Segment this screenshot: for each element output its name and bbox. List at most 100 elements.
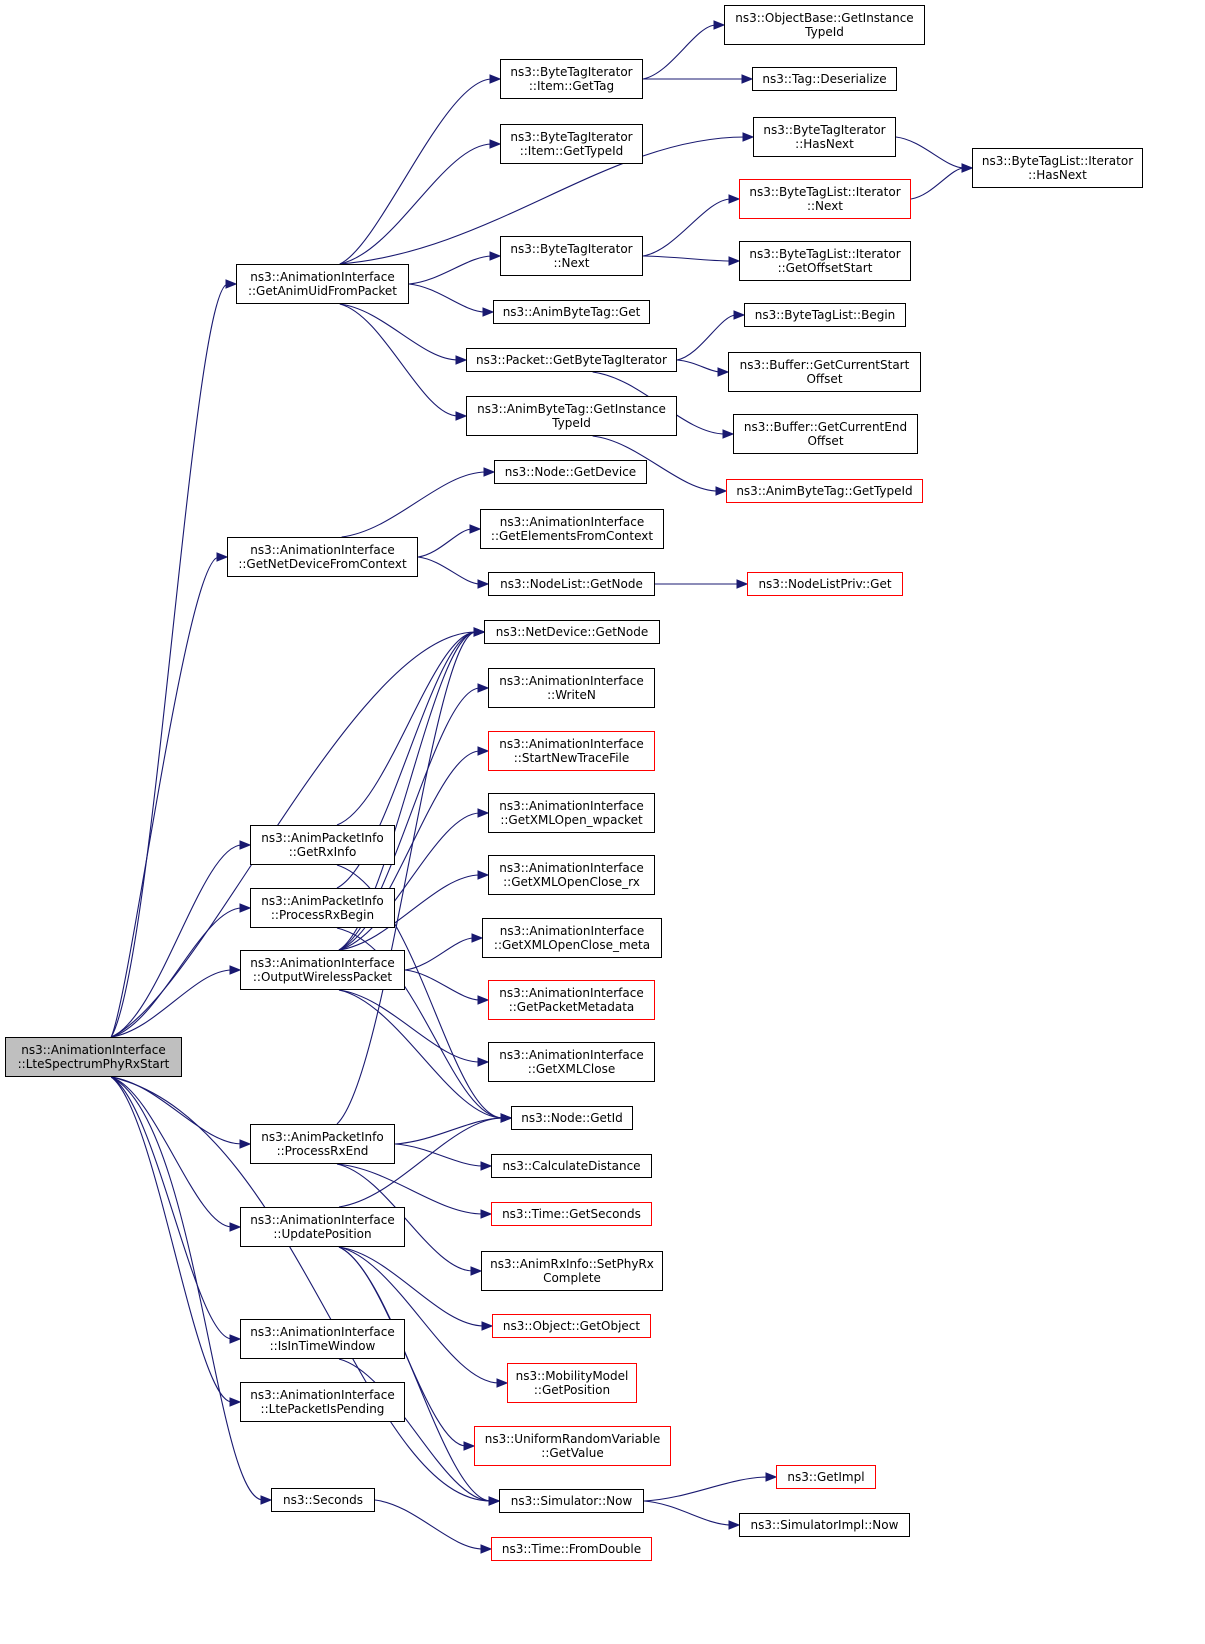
edge-arrowhead xyxy=(961,163,974,173)
node-anim-byte-tag-get[interactable]: ns3::AnimByteTag::Get xyxy=(493,300,650,324)
node-get-xml-open-close-meta[interactable]: ns3::AnimationInterface::GetXMLOpenClose… xyxy=(482,918,662,958)
edge-arrowhead xyxy=(470,1266,483,1276)
edge-arrowhead xyxy=(477,808,490,818)
node-byte-tag-list-begin[interactable]: ns3::ByteTagList::Begin xyxy=(744,303,906,327)
node-byte-tag-list-iterator-next[interactable]: ns3::ByteTagList::Iterator::Next xyxy=(739,179,911,219)
edge-arrowhead xyxy=(229,1334,242,1344)
node-node-get-id[interactable]: ns3::Node::GetId xyxy=(511,1106,633,1130)
edge-arrowhead xyxy=(741,74,754,84)
edge-arrowhead xyxy=(489,139,502,149)
edge xyxy=(339,303,459,361)
node-get-elements-from-context[interactable]: ns3::AnimationInterface::GetElementsFrom… xyxy=(480,509,664,549)
edge-arrowhead xyxy=(239,1139,252,1149)
edge-arrowhead xyxy=(728,1520,741,1530)
node-lte-packet-is-pending[interactable]: ns3::AnimationInterface::LtePacketIsPend… xyxy=(240,1382,405,1422)
node-get-rx-info[interactable]: ns3::AnimPacketInfo::GetRxInfo xyxy=(250,825,395,865)
edge xyxy=(338,812,481,951)
edge xyxy=(642,255,732,262)
node-node-list-priv-get[interactable]: ns3::NodeListPriv::Get xyxy=(747,572,903,596)
edge xyxy=(338,874,481,951)
node-net-device-get-node[interactable]: ns3::NetDevice::GetNode xyxy=(484,620,660,644)
edge-arrowhead xyxy=(717,367,730,377)
edge xyxy=(111,1076,243,1145)
node-start-new-trace-file[interactable]: ns3::AnimationInterface::StartNewTraceFi… xyxy=(488,731,655,771)
node-write-n[interactable]: ns3::AnimationInterface::WriteN xyxy=(488,668,655,708)
edge-arrowhead xyxy=(469,524,482,534)
edge-arrowhead xyxy=(500,1113,513,1123)
node-output-wireless-packet[interactable]: ns3::AnimationInterface::OutputWirelessP… xyxy=(240,950,405,990)
edge xyxy=(338,1246,492,1502)
node-packet-get-byte-tag-iterator[interactable]: ns3::Packet::GetByteTagIterator xyxy=(466,348,677,372)
edge-arrowhead xyxy=(229,1397,242,1407)
edge xyxy=(338,989,504,1119)
edge-arrowhead xyxy=(477,870,490,880)
node-get-anim-uid-from-packet[interactable]: ns3::AnimationInterface::GetAnimUidFromP… xyxy=(236,264,409,304)
edge xyxy=(110,556,220,1038)
edge-arrowhead xyxy=(483,467,496,477)
edge xyxy=(111,969,233,1038)
node-seconds[interactable]: ns3::Seconds xyxy=(271,1488,375,1512)
node-anim-byte-tag-get-type-id[interactable]: ns3::AnimByteTag::GetTypeId xyxy=(726,479,923,503)
node-byte-tag-iterator-next[interactable]: ns3::ByteTagIterator::Next xyxy=(500,236,643,276)
node-mobility-model-get-position[interactable]: ns3::MobilityModel::GetPosition xyxy=(507,1363,637,1403)
edge xyxy=(341,471,487,538)
node-get-impl[interactable]: ns3::GetImpl xyxy=(776,1465,876,1489)
node-time-get-seconds[interactable]: ns3::Time::GetSeconds xyxy=(491,1202,652,1226)
node-byte-tag-list-iterator-get-offset-start[interactable]: ns3::ByteTagList::Iterator::GetOffsetSta… xyxy=(739,241,911,281)
node-byte-tag-iterator-item-get-tag[interactable]: ns3::ByteTagIterator::Item::GetTag xyxy=(500,59,643,99)
node-process-rx-begin[interactable]: ns3::AnimPacketInfo::ProcessRxBegin xyxy=(250,888,395,928)
edge-arrowhead xyxy=(722,429,735,439)
edge xyxy=(592,435,719,492)
edge-arrowhead xyxy=(229,965,242,975)
node-object-get-object[interactable]: ns3::Object::GetObject xyxy=(492,1314,651,1338)
edge xyxy=(336,864,504,1119)
edge xyxy=(336,927,504,1119)
node-simulator-now[interactable]: ns3::Simulator::Now xyxy=(499,1489,644,1513)
node-time-from-double[interactable]: ns3::Time::FromDouble xyxy=(491,1537,652,1561)
edge-arrowhead xyxy=(713,20,726,30)
node-byte-tag-iterator-has-next[interactable]: ns3::ByteTagIterator::HasNext xyxy=(753,117,896,157)
node-tag-deserialize[interactable]: ns3::Tag::Deserialize xyxy=(752,67,897,91)
edge-arrowhead xyxy=(742,132,755,142)
edge-arrowhead xyxy=(463,1441,476,1451)
node-is-in-time-window[interactable]: ns3::AnimationInterface::IsInTimeWindow xyxy=(240,1319,405,1359)
node-get-xml-open-wpacket[interactable]: ns3::AnimationInterface::GetXMLOpen_wpac… xyxy=(488,793,655,833)
node-uniform-random-variable-get-value[interactable]: ns3::UniformRandomVariable::GetValue xyxy=(474,1426,671,1466)
edge xyxy=(676,359,721,373)
node-node-list-get-node[interactable]: ns3::NodeList::GetNode xyxy=(488,572,655,596)
node-byte-tag-iterator-item-get-type-id[interactable]: ns3::ByteTagIterator::Item::GetTypeId xyxy=(500,124,643,164)
edge xyxy=(339,136,746,265)
node-node-get-device[interactable]: ns3::Node::GetDevice xyxy=(494,460,647,484)
edge xyxy=(642,198,732,257)
edge xyxy=(338,687,481,951)
node-get-xml-open-close-rx[interactable]: ns3::AnimationInterface::GetXMLOpenClose… xyxy=(488,855,655,895)
edge xyxy=(417,528,473,558)
edge xyxy=(417,556,481,585)
edge xyxy=(643,1500,732,1526)
node-simulator-impl-now[interactable]: ns3::SimulatorImpl::Now xyxy=(739,1513,910,1537)
edge-arrowhead xyxy=(477,1057,490,1067)
edge-arrowhead xyxy=(477,579,490,589)
node-get-xml-close[interactable]: ns3::AnimationInterface::GetXMLClose xyxy=(488,1042,655,1082)
node-byte-tag-list-iterator-has-next[interactable]: ns3::ByteTagList::Iterator::HasNext xyxy=(972,148,1143,188)
edge-arrowhead xyxy=(229,1222,242,1232)
node-get-net-device-from-context[interactable]: ns3::AnimationInterface::GetNetDeviceFro… xyxy=(227,537,418,577)
node-process-rx-end[interactable]: ns3::AnimPacketInfo::ProcessRxEnd xyxy=(250,1124,395,1164)
edge xyxy=(110,1076,233,1340)
edge xyxy=(374,1499,484,1550)
edge xyxy=(110,1076,233,1403)
edge-arrowhead xyxy=(489,251,502,261)
edge xyxy=(336,631,477,889)
node-calculate-distance[interactable]: ns3::CalculateDistance xyxy=(491,1154,652,1178)
edge xyxy=(910,167,965,200)
node-update-position[interactable]: ns3::AnimationInterface::UpdatePosition xyxy=(240,1207,405,1247)
edge xyxy=(643,1476,769,1502)
node-get-packet-metadata[interactable]: ns3::AnimationInterface::GetPacketMetada… xyxy=(488,980,655,1020)
edge-arrowhead xyxy=(477,683,490,693)
